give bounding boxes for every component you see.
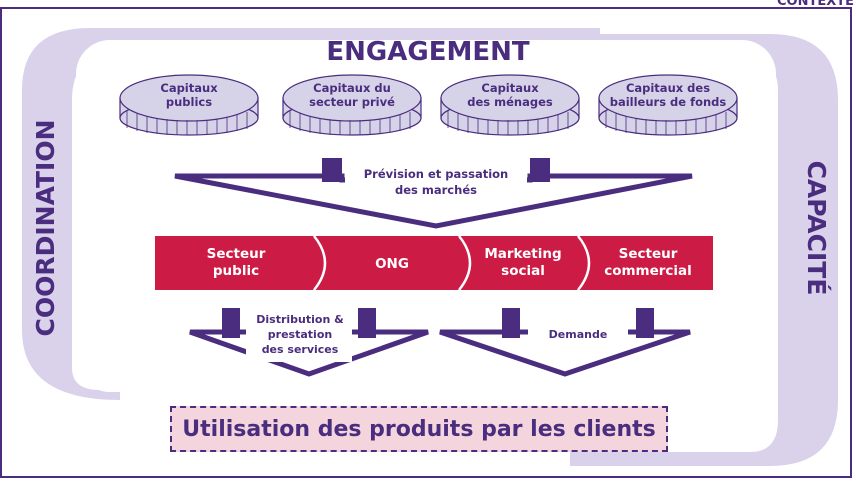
coin-capitaux-bailleurs: Capitaux des bailleurs de fonds	[598, 74, 738, 136]
demand-label: Demande	[549, 328, 608, 341]
coin-label-line1: Capitaux	[481, 81, 539, 95]
distribution-label-line1: Distribution &	[256, 313, 344, 326]
coin-capitaux-publics: Capitaux publics	[119, 74, 259, 136]
capacite-label: CAPACITÉ	[802, 161, 831, 296]
sector-public-line2: public	[213, 263, 259, 279]
sector-public-line1: Secteur	[207, 246, 266, 262]
procurement-label-line2: des marchés	[395, 183, 477, 197]
coin-label-line1: Capitaux	[160, 81, 218, 95]
engagement-title: ENGAGEMENT	[326, 37, 529, 67]
coin-label-line2: secteur privé	[309, 95, 395, 109]
usage-label: Utilisation des produits par les clients	[182, 416, 656, 442]
sector-commercial-line1: Secteur	[619, 246, 678, 262]
context-label: CONTEXTE	[777, 0, 854, 9]
demand-arrow	[439, 308, 691, 377]
distribution-arrow	[189, 308, 429, 377]
sector-ong: ONG	[375, 256, 409, 272]
coin-label-line2: bailleurs de fonds	[610, 95, 727, 109]
procurement-label-line1: Prévision et passation	[364, 167, 509, 181]
capacite-band	[560, 34, 838, 466]
sector-marketing-line1: Marketing	[484, 246, 561, 262]
distribution-label-line3: des services	[262, 343, 339, 356]
coordination-label: COORDINATION	[31, 119, 60, 336]
coin-label-line1: Capitaux des	[626, 81, 710, 95]
sector-marketing-line2: social	[501, 263, 545, 279]
usage-box: Utilisation des produits par les clients	[170, 406, 668, 452]
procurement-funnel-arrow	[174, 158, 693, 229]
coin-label-line2: publics	[166, 95, 212, 109]
coin-capitaux-menages: Capitaux des ménages	[440, 74, 580, 136]
distribution-label-line2: prestation	[268, 328, 332, 341]
coin-label-line1: Capitaux du	[313, 81, 391, 95]
sector-bar	[155, 235, 713, 291]
context-frame	[0, 7, 852, 478]
coin-label-line2: des ménages	[467, 95, 553, 109]
sector-commercial-line2: commercial	[604, 263, 692, 279]
coin-capitaux-prives: Capitaux du secteur privé	[282, 74, 422, 136]
